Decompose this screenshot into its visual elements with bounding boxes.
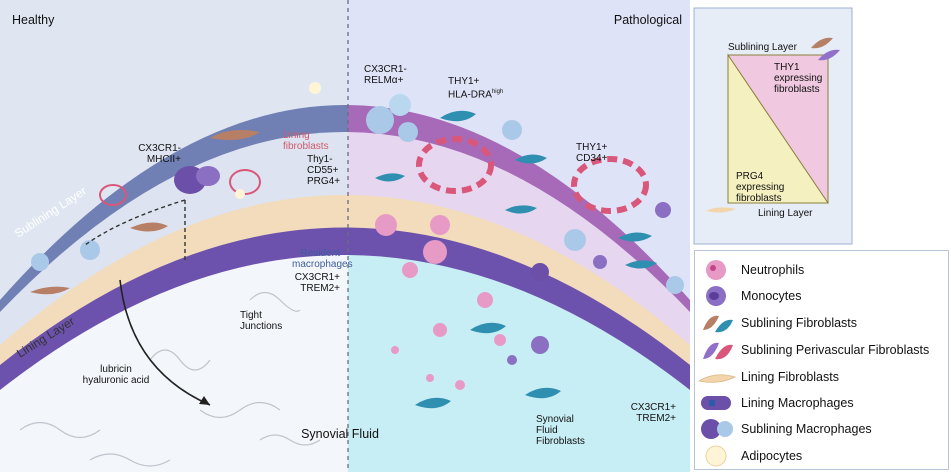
lining-macrophage-icon bbox=[695, 390, 737, 416]
thy1-cd34-label: THY1+CD34+ bbox=[576, 142, 607, 164]
path-cx3cr1-trem2-label: CX3CR1+TREM2+ bbox=[630, 402, 676, 424]
monocyte-icon bbox=[695, 283, 737, 309]
legend-item-sublining-macrophages: Sublining Macrophages bbox=[695, 416, 872, 442]
legend-item-monocytes: Monocytes bbox=[695, 283, 801, 309]
legend-item-sublining-fibroblasts: Sublining Fibroblasts bbox=[695, 310, 857, 336]
lining-fibroblast-icon bbox=[695, 364, 737, 390]
legend-item-perivascular-fibroblasts: Sublining Perivascular Fibroblasts bbox=[695, 337, 929, 363]
inset-lining-label: Lining Layer bbox=[758, 208, 812, 219]
adipocyte-icon bbox=[695, 443, 737, 469]
thy1-cd55-prg4-label: Thy1-CD55+PRG4+ bbox=[307, 154, 340, 187]
healthy-cx3cr1-trem2-label: CX3CR1+TREM2+ bbox=[292, 272, 340, 294]
perivascular-fibroblast-icon bbox=[695, 337, 737, 363]
healthy-title: Healthy bbox=[12, 13, 55, 27]
legend: Neutrophils Monocytes Sublining Fibrobla… bbox=[694, 250, 949, 470]
legend-item-lining-macrophages: Lining Macrophages bbox=[695, 390, 854, 416]
legend-item-adipocytes: Adipocytes bbox=[695, 443, 802, 469]
cx3cr1-mhcii-label: CX3CR1-MHCII+ bbox=[137, 143, 181, 165]
synovial-fluid-label: Synovial Fluid bbox=[301, 427, 379, 441]
legend-item-neutrophils: Neutrophils bbox=[695, 257, 804, 283]
pathological-title: Pathological bbox=[614, 13, 682, 27]
sublining-fibroblast-icon bbox=[695, 310, 737, 336]
sublining-macrophage-icon bbox=[695, 416, 737, 442]
thy1-hla-label: THY1+HLA-DRAhigh bbox=[448, 76, 503, 100]
cx3cr1-relma-label: CX3CR1-RELMα+ bbox=[364, 64, 407, 86]
legend-item-lining-fibroblasts: Lining Fibroblasts bbox=[695, 364, 839, 390]
inset-sublining-label: Sublining Layer bbox=[728, 42, 797, 53]
neutrophil-icon bbox=[695, 257, 737, 283]
